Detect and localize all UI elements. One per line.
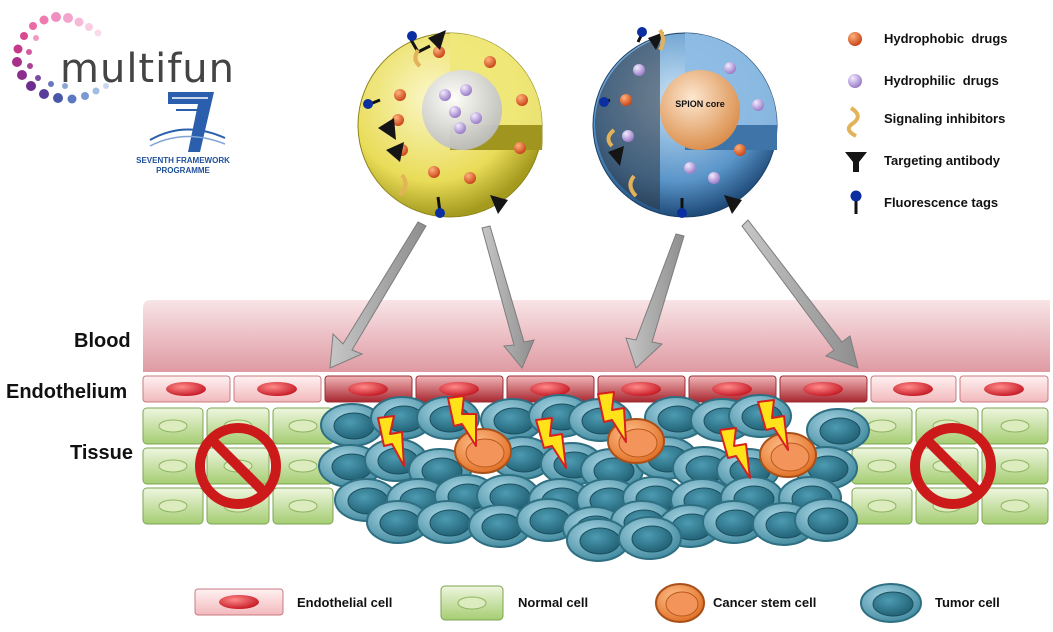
no-entry-icon xyxy=(910,423,996,509)
key-label-signaling: Signaling inhibitors xyxy=(884,111,1006,126)
drug-effect-bolts xyxy=(377,391,789,479)
legend-label-normal: Normal cell xyxy=(518,595,589,610)
zone-label-tissue: Tissue xyxy=(70,442,133,464)
tumor-mass xyxy=(318,394,870,562)
normal-cell xyxy=(142,487,204,525)
normal-cell xyxy=(981,407,1049,445)
lightning-icon xyxy=(757,399,789,451)
normal-cell xyxy=(981,447,1049,485)
normal-cell xyxy=(272,487,334,525)
tumor-cell xyxy=(566,518,630,562)
normal-cell xyxy=(142,407,204,445)
hydrophilic-drug-icon xyxy=(848,74,862,88)
endothelium-layer xyxy=(142,375,1049,403)
cancer-stem-cell xyxy=(454,428,512,474)
legend-icons xyxy=(194,583,922,623)
tumor-cell xyxy=(644,396,708,440)
legend-label-endothelial: Endothelial cell xyxy=(297,595,393,610)
blood-vessel xyxy=(143,300,1050,372)
fluorescence-tag-icon xyxy=(850,190,862,214)
key-label-hydrophobic: Hydrophobic drugs xyxy=(884,31,1008,46)
delivery-arrow xyxy=(625,233,685,369)
endothelial-cell xyxy=(233,375,322,403)
endothelial-cell xyxy=(597,375,686,403)
key-label-antibody: Targeting antibody xyxy=(884,153,1001,168)
delivery-arrow xyxy=(741,219,859,369)
cancer-stem-cell-icon xyxy=(655,583,705,623)
lightning-icon xyxy=(535,417,567,469)
normal-cell xyxy=(272,447,334,485)
normal-cell xyxy=(851,447,913,485)
delivery-arrow xyxy=(329,221,427,369)
nanoparticle-spion xyxy=(592,27,778,218)
lightning-icon xyxy=(597,391,627,443)
lightning-icon xyxy=(447,395,477,447)
zone-label-endothelium: Endothelium xyxy=(6,381,128,403)
brand-name: multifun xyxy=(60,46,236,92)
zone-label-blood: Blood xyxy=(74,330,131,352)
endothelial-cell-icon xyxy=(194,588,284,616)
lightning-icon xyxy=(719,427,751,479)
tumor-cell xyxy=(416,500,480,544)
program-name-line1: SEVENTH FRAMEWORK xyxy=(136,156,230,165)
tumor-cell xyxy=(468,504,532,548)
normal-cell xyxy=(851,487,913,525)
endothelial-cell xyxy=(415,375,504,403)
no-entry-icon xyxy=(195,423,281,509)
key-label-fluorescence: Fluorescence tags xyxy=(884,195,999,210)
program-name-line2: PROGRAMME xyxy=(156,166,210,175)
tumor-cell-icon xyxy=(860,583,922,623)
endothelial-cell xyxy=(506,375,595,403)
program-number: 7 xyxy=(196,96,197,97)
endothelial-cell xyxy=(142,375,231,403)
lightning-icon xyxy=(377,415,405,467)
spion-core-label: SPION core xyxy=(675,99,725,109)
tumor-cell xyxy=(806,408,870,452)
cancer-stem-cell xyxy=(759,432,817,478)
seventh-framework-logo xyxy=(149,92,226,152)
tumor-cell xyxy=(366,500,430,544)
delivery-arrows xyxy=(329,219,859,369)
nanoparticle-liposome xyxy=(357,30,543,218)
endothelial-cell xyxy=(959,375,1049,403)
legend-label-stem: Cancer stem cell xyxy=(713,595,817,610)
key-label-hydrophilic: Hydrophilic drugs xyxy=(884,73,999,88)
targeting-antibody-icon xyxy=(845,152,867,172)
key-icons xyxy=(845,32,867,214)
endothelial-cell xyxy=(870,375,957,403)
tumor-cell xyxy=(794,498,858,542)
multifun-logo xyxy=(12,12,109,104)
endothelial-cell xyxy=(779,375,868,403)
tumor-cell xyxy=(618,516,682,560)
signaling-inhibitor-icon xyxy=(846,106,860,138)
tumor-cell xyxy=(320,403,384,447)
legend-label-tumor: Tumor cell xyxy=(935,595,1000,610)
normal-cell xyxy=(142,447,204,485)
delivery-arrow xyxy=(481,225,535,369)
normal-cell xyxy=(981,487,1049,525)
normal-cell-icon xyxy=(440,585,504,621)
endothelial-cell xyxy=(324,375,413,403)
hydrophobic-drug-icon xyxy=(848,32,862,46)
